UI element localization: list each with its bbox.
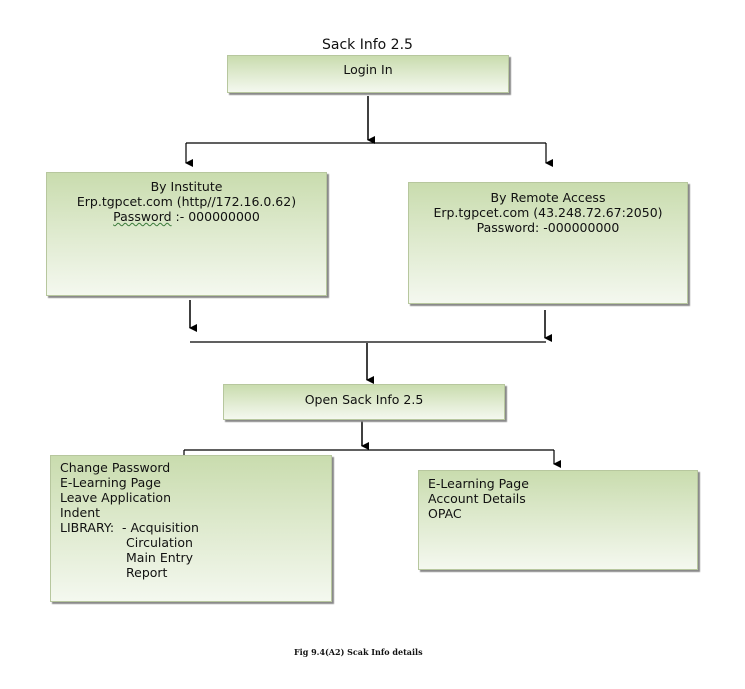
library-item-report: Report: [126, 565, 168, 580]
menu-item-account-details: Account Details: [428, 491, 526, 506]
open-sack-label: Open Sack Info 2.5: [304, 392, 424, 407]
right-menu-box: E-Learning Page Account Details OPAC: [418, 470, 698, 570]
institute-heading: By Institute: [150, 179, 223, 194]
library-item-main-entry: Main Entry: [126, 550, 194, 565]
institute-password: Password :- 000000000: [47, 209, 326, 224]
institute-password-value: :- 000000000: [171, 209, 260, 224]
login-box: Login In: [227, 55, 509, 93]
institute-url: Erp.tgpcet.com (http//172.16.0.62): [76, 194, 297, 209]
diagram-title: Sack Info 2.5: [322, 37, 413, 53]
menu-item-e-learning: E-Learning Page: [60, 475, 161, 490]
menu-item-leave-application: Leave Application: [60, 490, 171, 505]
remote-box: By Remote Access Erp.tgpcet.com (43.248.…: [408, 182, 688, 304]
menu-item-e-learning-right: E-Learning Page: [428, 476, 529, 491]
menu-item-opac: OPAC: [428, 506, 462, 521]
remote-password: Password: -000000000: [476, 220, 620, 235]
institute-box: By Institute Erp.tgpcet.com (http//172.1…: [46, 172, 327, 296]
figure-caption: Fig 9.4(A2) Scak Info details: [294, 647, 423, 657]
menu-item-indent: Indent: [60, 505, 101, 520]
login-label: Login In: [343, 62, 393, 77]
remote-url: Erp.tgpcet.com (43.248.72.67:2050): [433, 205, 663, 220]
remote-heading: By Remote Access: [490, 190, 606, 205]
left-menu-box: Change Password E-Learning Page Leave Ap…: [50, 455, 332, 602]
menu-item-library: LIBRARY: - Acquisition: [60, 520, 199, 535]
library-item-circulation: Circulation: [126, 535, 193, 550]
open-sack-box: Open Sack Info 2.5: [223, 384, 505, 420]
menu-item-change-password: Change Password: [60, 460, 171, 475]
institute-password-label: Password: [113, 209, 172, 224]
